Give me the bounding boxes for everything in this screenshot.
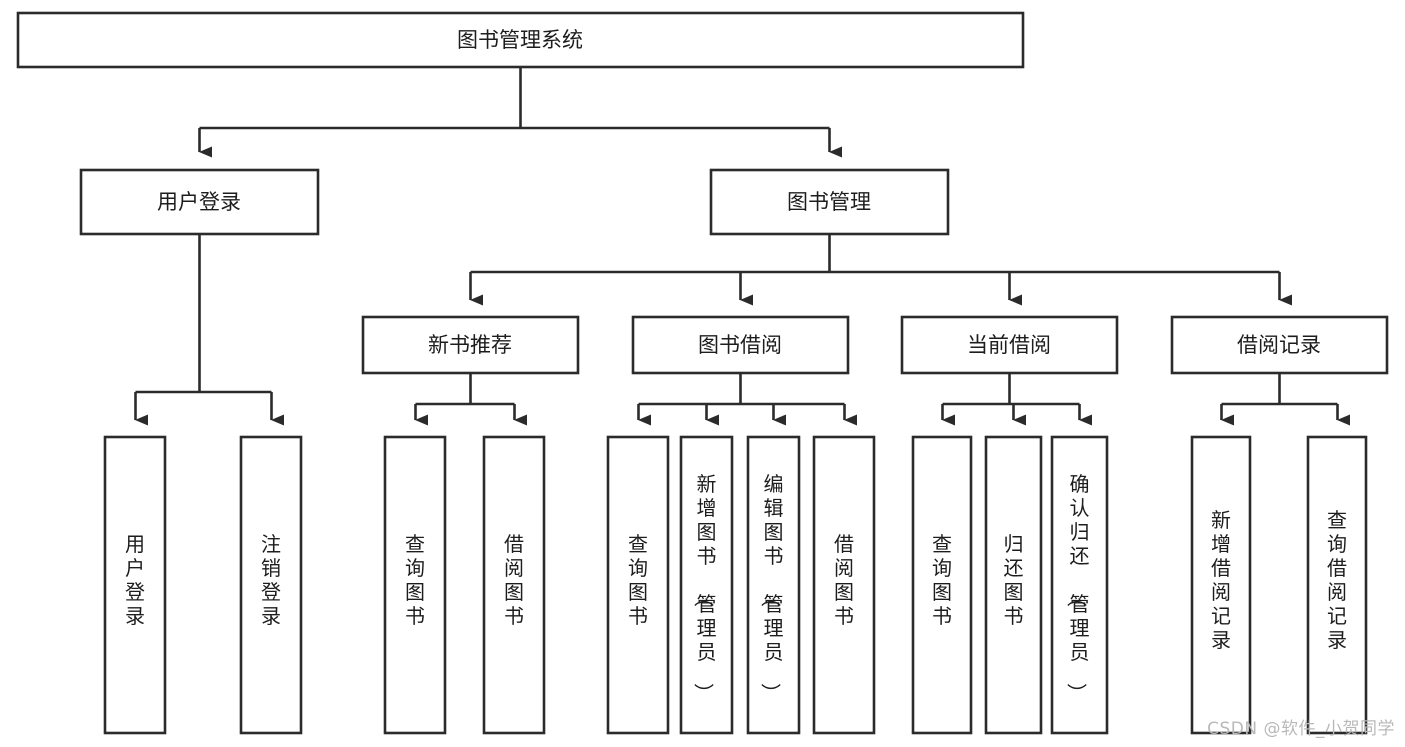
node-user-login[interactable]: 用户登录 (79, 168, 320, 236)
leaf-node[interactable]: 查询图书 (911, 435, 973, 735)
leaf-node[interactable]: 新增图书（管理员） (679, 435, 734, 735)
node-book-manage-label: 图书管理 (787, 190, 871, 214)
leaf-node[interactable]: 用户登录 (103, 435, 167, 735)
leaf-node-box[interactable] (482, 435, 546, 735)
leaf-node-label: 借阅图书 (834, 532, 854, 628)
leaf-node-box[interactable] (1306, 435, 1368, 735)
leaf-node-label: 查询图书 (405, 532, 425, 628)
leaf-node-label: 查询图书 (628, 532, 648, 628)
leaf-node-box[interactable] (103, 435, 167, 735)
node-root-box[interactable] (16, 11, 1025, 69)
leaf-node[interactable]: 查询图书 (606, 435, 670, 735)
node-book-borrow[interactable]: 图书借阅 (631, 315, 850, 375)
node-user-login-label: 用户登录 (157, 190, 241, 214)
leaf-node[interactable]: 借阅图书 (482, 435, 546, 735)
node-user-login-box[interactable] (79, 168, 320, 236)
leaf-node-label: 编辑图书（管理员） (759, 472, 784, 703)
leaf-node-box[interactable] (239, 435, 303, 735)
node-borrow-record-label: 借阅记录 (1237, 333, 1321, 357)
connector-group-book-borrow (637, 373, 857, 426)
leaf-node-label: 查询图书 (932, 532, 952, 628)
leaf-node[interactable]: 新增借阅记录 (1190, 435, 1252, 735)
node-root-label: 图书管理系统 (457, 28, 583, 52)
node-current-borrow[interactable]: 当前借阅 (900, 315, 1119, 375)
leaf-node-box[interactable] (383, 435, 447, 735)
leaf-node[interactable]: 归还图书 (984, 435, 1043, 735)
leaf-node-box[interactable] (746, 435, 801, 735)
node-new-book-rec-label: 新书推荐 (428, 333, 512, 357)
leaf-node[interactable]: 编辑图书（管理员） (746, 435, 801, 735)
leaf-node-box[interactable] (911, 435, 973, 735)
leaf-node-label: 新增借阅记录 (1211, 508, 1231, 652)
leaf-node[interactable]: 查询借阅记录 (1306, 435, 1368, 735)
leaf-node-label: 新增图书（管理员） (692, 472, 717, 703)
leaf-node-box[interactable] (812, 435, 876, 735)
leaf-node-label: 借阅图书 (504, 532, 524, 628)
leaf-node[interactable]: 确认归还（管理员） (1050, 435, 1109, 735)
leaf-node-label: 用户登录 (125, 532, 145, 628)
node-borrow-record-box[interactable] (1170, 315, 1389, 375)
connector-group-user-login (134, 234, 284, 426)
node-new-book-rec-box[interactable] (361, 315, 580, 375)
leaf-node-label: 注销登录 (261, 532, 281, 628)
node-book-manage[interactable]: 图书管理 (709, 168, 950, 236)
leaf-node[interactable]: 注销登录 (239, 435, 303, 735)
node-new-book-rec[interactable]: 新书推荐 (361, 315, 580, 375)
node-book-manage-box[interactable] (709, 168, 950, 236)
node-current-borrow-box[interactable] (900, 315, 1119, 375)
leaf-node-box[interactable] (984, 435, 1043, 735)
leaf-node-box[interactable] (1050, 435, 1109, 735)
node-root[interactable]: 图书管理系统 (16, 11, 1025, 69)
leaf-node-box[interactable] (1190, 435, 1252, 735)
node-book-borrow-label: 图书借阅 (698, 333, 782, 357)
leaf-node-label: 查询借阅记录 (1327, 508, 1347, 652)
leaf-node-label: 归还图书 (1004, 532, 1024, 628)
leaf-node-label: 确认归还（管理员） (1065, 472, 1090, 703)
node-book-borrow-box[interactable] (631, 315, 850, 375)
leaf-node[interactable]: 查询图书 (383, 435, 447, 735)
connector-group-book-manage (469, 234, 1292, 306)
leaf-node-box[interactable] (606, 435, 670, 735)
node-current-borrow-label: 当前借阅 (967, 333, 1051, 357)
connector-group-borrow-record (1220, 373, 1350, 426)
leaf-node[interactable]: 借阅图书 (812, 435, 876, 735)
leaf-node-layer: 用户登录 注销登录 查询图书 借阅图书 查询图书 新增图书（管理员） 编辑图书（管理员） 借阅… (103, 435, 1368, 735)
leaf-node-box[interactable] (679, 435, 734, 735)
node-borrow-record[interactable]: 借阅记录 (1170, 315, 1389, 375)
connector-group-root (198, 67, 842, 158)
connector-group-new-book-rec (414, 373, 527, 426)
connector-group-current-borrow (941, 373, 1092, 426)
